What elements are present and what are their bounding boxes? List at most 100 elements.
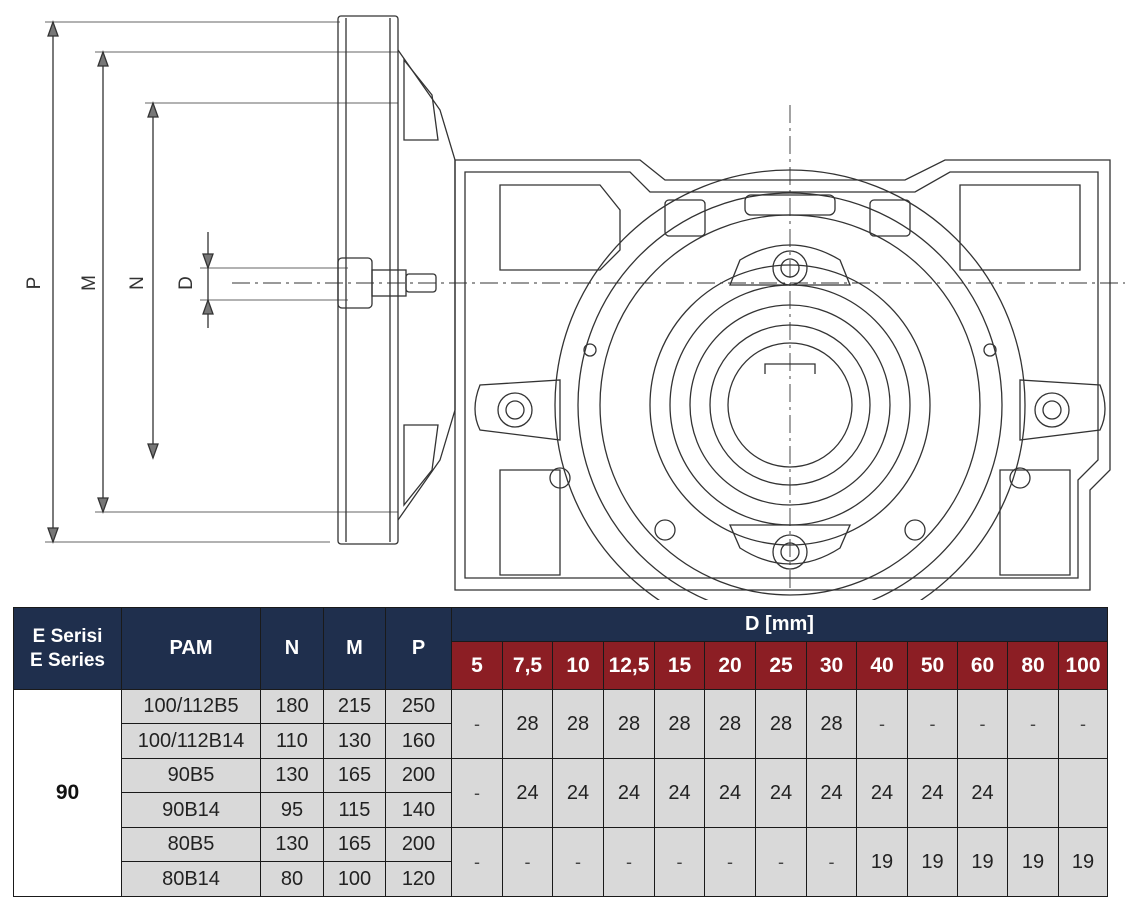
shaft-diameter-cell: 28: [755, 689, 807, 759]
m-cell: 165: [323, 827, 386, 862]
shaft-diameter-cell: 28: [704, 689, 756, 759]
shaft-diameter-cell: 28: [502, 689, 553, 759]
flange-side-view: [337, 15, 456, 545]
shaft-diameter-cell: -: [907, 689, 958, 759]
dimension-label-m: M: [79, 275, 100, 291]
shaft-diameter-cell: 19: [1007, 827, 1059, 897]
p-cell: 120: [385, 861, 452, 897]
p-cell: 250: [385, 689, 452, 724]
pam-cell: 90B14: [121, 792, 261, 828]
m-cell: 215: [323, 689, 386, 724]
n-cell: 80: [260, 861, 324, 897]
shaft-diameter-cell: -: [704, 827, 756, 897]
shaft-diameter-cell: 24: [856, 758, 908, 828]
shaft-diameter-cell: -: [856, 689, 908, 759]
gearbox-front-view: [454, 159, 1111, 600]
header-n: N: [260, 607, 324, 690]
header-d-value: 20: [704, 641, 756, 690]
dimension-label-d: D: [176, 276, 197, 290]
shaft-diameter-cell: 24: [603, 758, 655, 828]
header-d-value: 5: [451, 641, 503, 690]
shaft-diameter-cell: -: [552, 827, 604, 897]
header-d-value: 30: [806, 641, 857, 690]
header-d-value: 50: [907, 641, 958, 690]
header-pam: PAM: [121, 607, 261, 690]
shaft-diameter-cell: -: [1058, 689, 1108, 759]
shaft-diameter-cell: 19: [907, 827, 958, 897]
p-cell: 140: [385, 792, 452, 828]
pam-cell: 100/112B5: [121, 689, 261, 724]
pam-cell: 80B5: [121, 827, 261, 862]
m-cell: 100: [323, 861, 386, 897]
gearbox-technical-drawing: P M N D: [24, 15, 1125, 600]
shaft-diameter-cell: 24: [654, 758, 705, 828]
header-d-value: 7,5: [502, 641, 553, 690]
dimension-line-p: [45, 20, 340, 544]
header-d-group: D [mm]: [451, 607, 1108, 642]
header-d-value: 10: [552, 641, 604, 690]
p-cell: 200: [385, 827, 452, 862]
n-cell: 110: [260, 723, 324, 759]
shaft-diameter-cell: 24: [502, 758, 553, 828]
shaft-diameter-cell: [1058, 758, 1108, 828]
dimension-label-n: N: [127, 276, 148, 290]
dimension-label-p: P: [24, 277, 45, 290]
header-series: E Serisi E Series: [13, 607, 122, 690]
series-size-cell: 90: [13, 689, 122, 897]
shaft-diameter-cell: 28: [552, 689, 604, 759]
n-cell: 130: [260, 758, 324, 793]
m-cell: 130: [323, 723, 386, 759]
header-series-tr: E Serisi: [32, 625, 103, 647]
m-cell: 165: [323, 758, 386, 793]
shaft-diameter-cell: 28: [806, 689, 857, 759]
n-cell: 95: [260, 792, 324, 828]
shaft-diameter-cell: -: [451, 689, 503, 759]
shaft-diameter-cell: -: [654, 827, 705, 897]
shaft-diameter-cell: 28: [603, 689, 655, 759]
shaft-diameter-cell: 19: [957, 827, 1008, 897]
shaft-diameter-cell: 24: [755, 758, 807, 828]
header-d-value: 15: [654, 641, 705, 690]
dimension-line-m: [95, 50, 398, 514]
shaft-diameter-cell: -: [502, 827, 553, 897]
shaft-diameter-cell: -: [1007, 689, 1059, 759]
shaft-diameter-cell: -: [451, 827, 503, 897]
header-d-value: 100: [1058, 641, 1108, 690]
shaft-diameter-cell: [1007, 758, 1059, 828]
shaft-diameter-cell: 19: [1058, 827, 1108, 897]
shaft-diameter-cell: 28: [654, 689, 705, 759]
pam-cell: 100/112B14: [121, 723, 261, 759]
shaft-diameter-cell: 24: [907, 758, 958, 828]
shaft-diameter-cell: 24: [957, 758, 1008, 828]
shaft-diameter-cell: -: [451, 758, 503, 828]
header-series-en: E Series: [30, 649, 105, 671]
shaft-diameter-cell: 19: [856, 827, 908, 897]
header-d-value: 12,5: [603, 641, 655, 690]
header-d-value: 60: [957, 641, 1008, 690]
pam-cell: 90B5: [121, 758, 261, 793]
shaft-diameter-cell: 24: [704, 758, 756, 828]
n-cell: 180: [260, 689, 324, 724]
shaft-diameter-cell: 24: [806, 758, 857, 828]
dimension-line-n: [145, 101, 398, 460]
dimension-line-d: [200, 232, 348, 328]
header-m: M: [323, 607, 386, 690]
shaft-diameter-cell: -: [755, 827, 807, 897]
shaft-diameter-cell: -: [603, 827, 655, 897]
header-d-value: 25: [755, 641, 807, 690]
m-cell: 115: [323, 792, 386, 828]
shaft-diameter-cell: -: [957, 689, 1008, 759]
header-p: P: [385, 607, 452, 690]
shaft-diameter-cell: -: [806, 827, 857, 897]
p-cell: 160: [385, 723, 452, 759]
n-cell: 130: [260, 827, 324, 862]
shaft-diameter-cell: 24: [552, 758, 604, 828]
pam-cell: 80B14: [121, 861, 261, 897]
